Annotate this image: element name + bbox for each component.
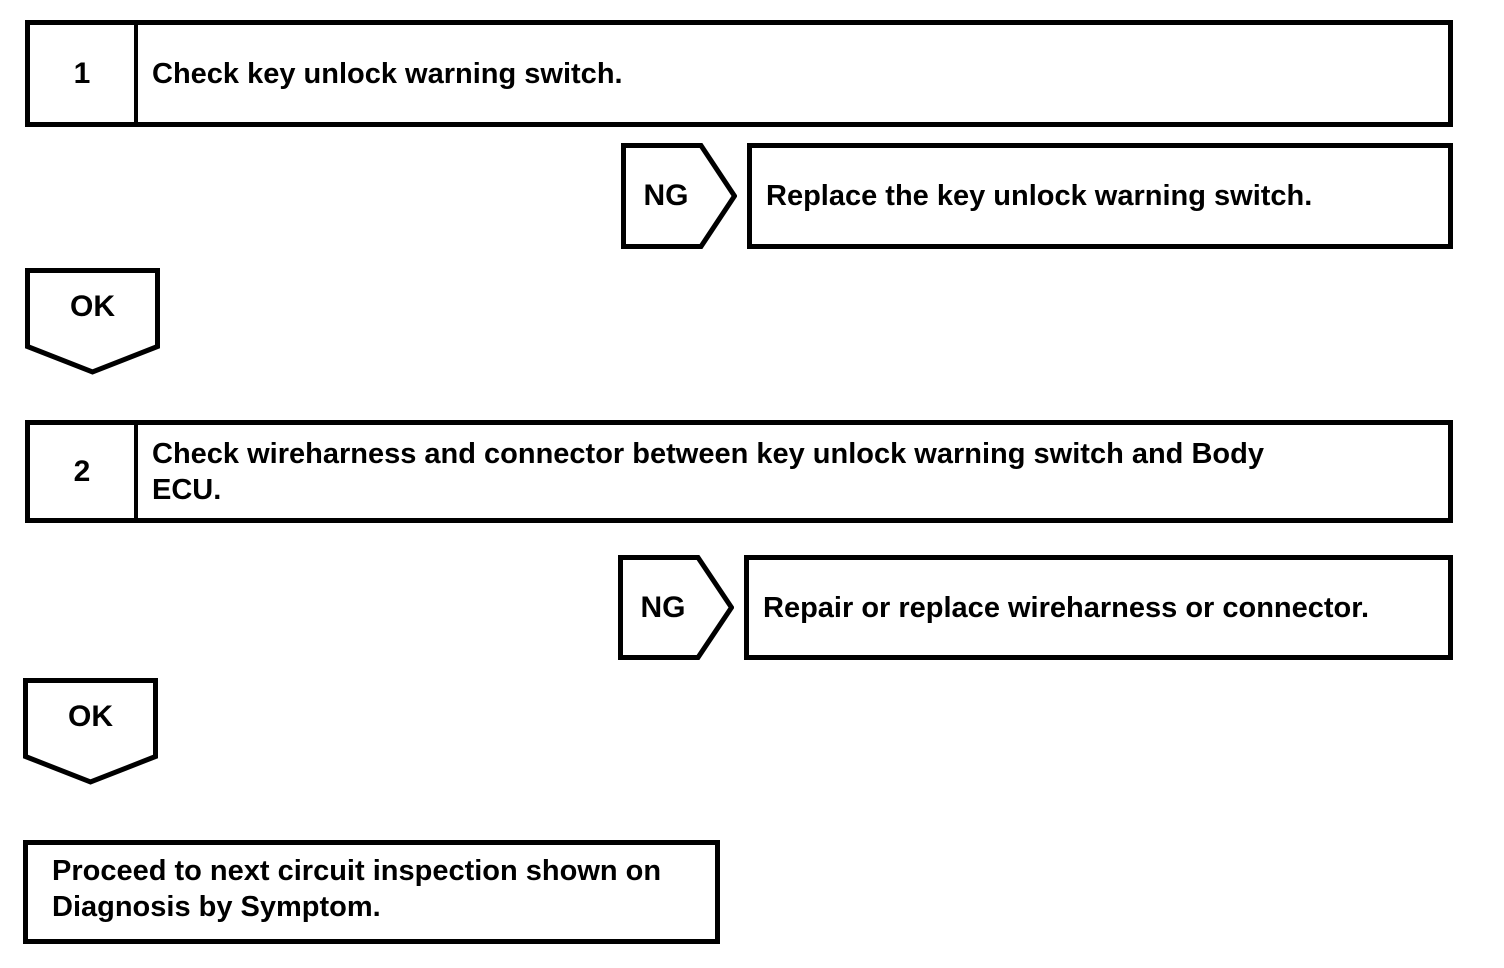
step-2-instruction: Check wireharness and connector between … — [138, 425, 1448, 518]
step-2-ng-row: NG Repair or replace wireharness or conn… — [618, 555, 1453, 660]
step-2-instruction-line-2: ECU. — [152, 473, 222, 506]
step-2-ng-label: NG — [640, 590, 686, 624]
step-2-ok-label: OK — [68, 700, 113, 733]
step-1-instruction-line: Check key unlock warning switch. — [152, 57, 623, 90]
ok-arrow-down-shape — [25, 268, 160, 375]
step-1-box: 1 Check key unlock warning switch. — [25, 20, 1453, 127]
step-2-ng-action-box: Repair or replace wireharness or connect… — [744, 555, 1453, 660]
step-1-number: 1 — [30, 25, 138, 122]
step-2-instruction-line-1: Check wireharness and connector between … — [152, 437, 1264, 470]
step-2-ok-marker: OK — [23, 678, 158, 785]
step-1-ng-action-box: Replace the key unlock warning switch. — [747, 143, 1453, 249]
step-2-number: 2 — [30, 425, 138, 518]
conclusion-line-1: Proceed to next circuit inspection shown… — [52, 855, 662, 887]
ng-arrow-right-shape — [621, 143, 737, 249]
step-1-ok-label: OK — [70, 290, 115, 323]
ok-arrow-down-shape — [23, 678, 158, 785]
step-1-instruction: Check key unlock warning switch. — [138, 25, 1448, 122]
step-2-ng-action-text: Repair or replace wireharness or connect… — [763, 591, 1370, 624]
step-1-ng-action-text: Replace the key unlock warning switch. — [766, 180, 1313, 212]
step-1-ng-row: NG Replace the key unlock warning switch… — [621, 143, 1453, 249]
step-2-box: 2 Check wireharness and connector betwee… — [25, 420, 1453, 523]
step-1-ng-label: NG — [643, 179, 689, 212]
conclusion-line-2: Diagnosis by Symptom. — [52, 891, 381, 923]
step-1-ok-marker: OK — [25, 268, 160, 375]
ng-arrow-right-shape — [618, 555, 734, 660]
conclusion-box: Proceed to next circuit inspection shown… — [23, 840, 720, 944]
